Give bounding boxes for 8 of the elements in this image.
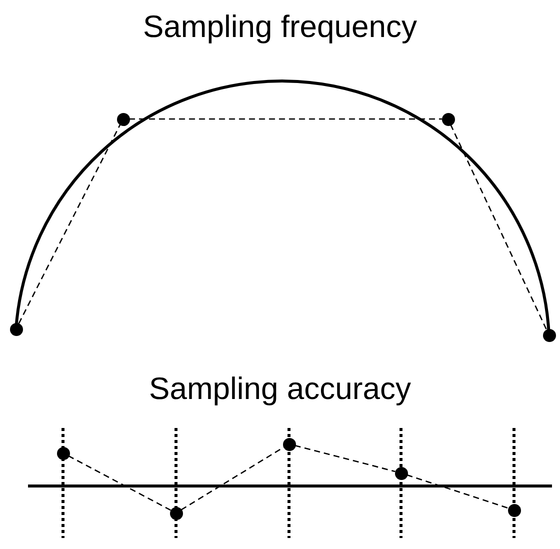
section-heading: Sampling frequency xyxy=(142,8,418,46)
dashed-connector xyxy=(294,444,396,472)
section-heading: Sampling accuracy xyxy=(148,370,412,408)
dashed-connector xyxy=(450,124,548,330)
dashed-connector xyxy=(406,474,508,509)
dashed-connector xyxy=(129,118,442,120)
dashed-connector xyxy=(68,455,171,511)
dashed-connector xyxy=(18,124,121,324)
